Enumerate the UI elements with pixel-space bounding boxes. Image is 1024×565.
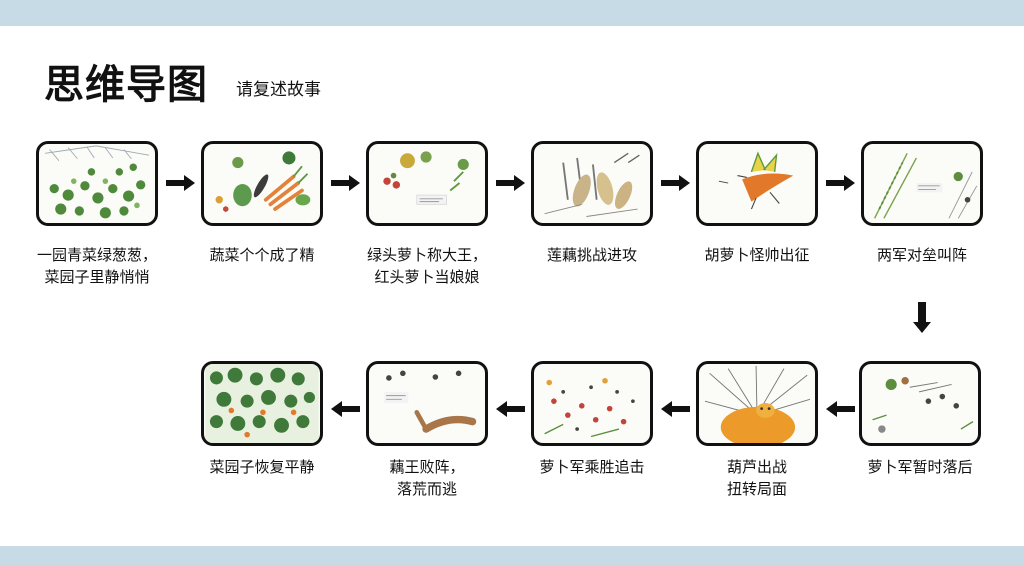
caption-step-9: 萝卜军乘胜追击 — [539, 458, 645, 476]
story-card-7[interactable] — [859, 361, 981, 446]
caption-step-4: 莲藕挑战进攻 — [546, 246, 637, 264]
story-card-11[interactable] — [201, 361, 323, 446]
story-card-8[interactable] — [696, 361, 818, 446]
arrow-right-icon — [496, 175, 525, 191]
arrow-down-icon — [913, 302, 931, 333]
lotus-king-flees-illustration — [384, 370, 477, 433]
gourd-battle-illustration — [704, 365, 811, 443]
caption-step-7: 萝卜军暂时落后 — [867, 458, 973, 476]
story-card-4[interactable] — [531, 141, 653, 226]
caption-step-6: 两军对垒叫阵 — [876, 246, 967, 264]
armies-face-off-illustration — [873, 152, 978, 219]
arrow-right-icon — [166, 175, 195, 191]
radish-king-illustration — [383, 151, 469, 205]
story-card-5[interactable] — [696, 141, 818, 226]
arrow-left-icon — [331, 401, 360, 417]
garden-illustration — [44, 145, 150, 219]
arrow-right-icon — [331, 175, 360, 191]
story-card-6[interactable] — [861, 141, 983, 226]
arrow-left-icon — [496, 401, 525, 417]
page-subtitle: 请复述故事 — [236, 80, 321, 100]
arrow-right-icon — [826, 175, 855, 191]
arrow-left-icon — [661, 401, 690, 417]
caption-step-8: 葫芦出战扭转局面 — [726, 458, 787, 498]
carrot-general-illustration — [718, 151, 794, 210]
story-card-1[interactable] — [36, 141, 158, 226]
caption-step-3: 绿头萝卜称大王，红头萝卜当娘娘 — [366, 246, 487, 286]
story-card-9[interactable] — [531, 361, 653, 446]
caption-step-11: 菜园子恢复平静 — [209, 458, 315, 476]
caption-step-10: 藕王败阵，落荒而逃 — [389, 458, 465, 498]
vegetables-illustration — [215, 151, 311, 212]
story-card-10[interactable] — [366, 361, 488, 446]
story-card-2[interactable] — [201, 141, 323, 226]
story-card-3[interactable] — [366, 141, 488, 226]
top-banner — [0, 0, 1024, 26]
arrow-left-icon — [826, 401, 855, 417]
arrow-right-icon — [661, 175, 690, 191]
page-title: 思维导图 — [44, 62, 208, 108]
lotus-root-illustration — [544, 152, 640, 217]
radish-army-pursues-illustration — [544, 377, 635, 438]
bottom-banner — [0, 546, 1024, 565]
radish-army-behind-illustration — [872, 377, 974, 433]
peaceful-garden-illustration — [205, 364, 319, 443]
caption-step-2: 蔬菜个个成了精 — [209, 246, 315, 264]
caption-step-1: 一园青菜绿葱葱，菜园子里静悄悄 — [36, 246, 157, 286]
caption-step-5: 胡萝卜怪帅出征 — [704, 246, 810, 264]
